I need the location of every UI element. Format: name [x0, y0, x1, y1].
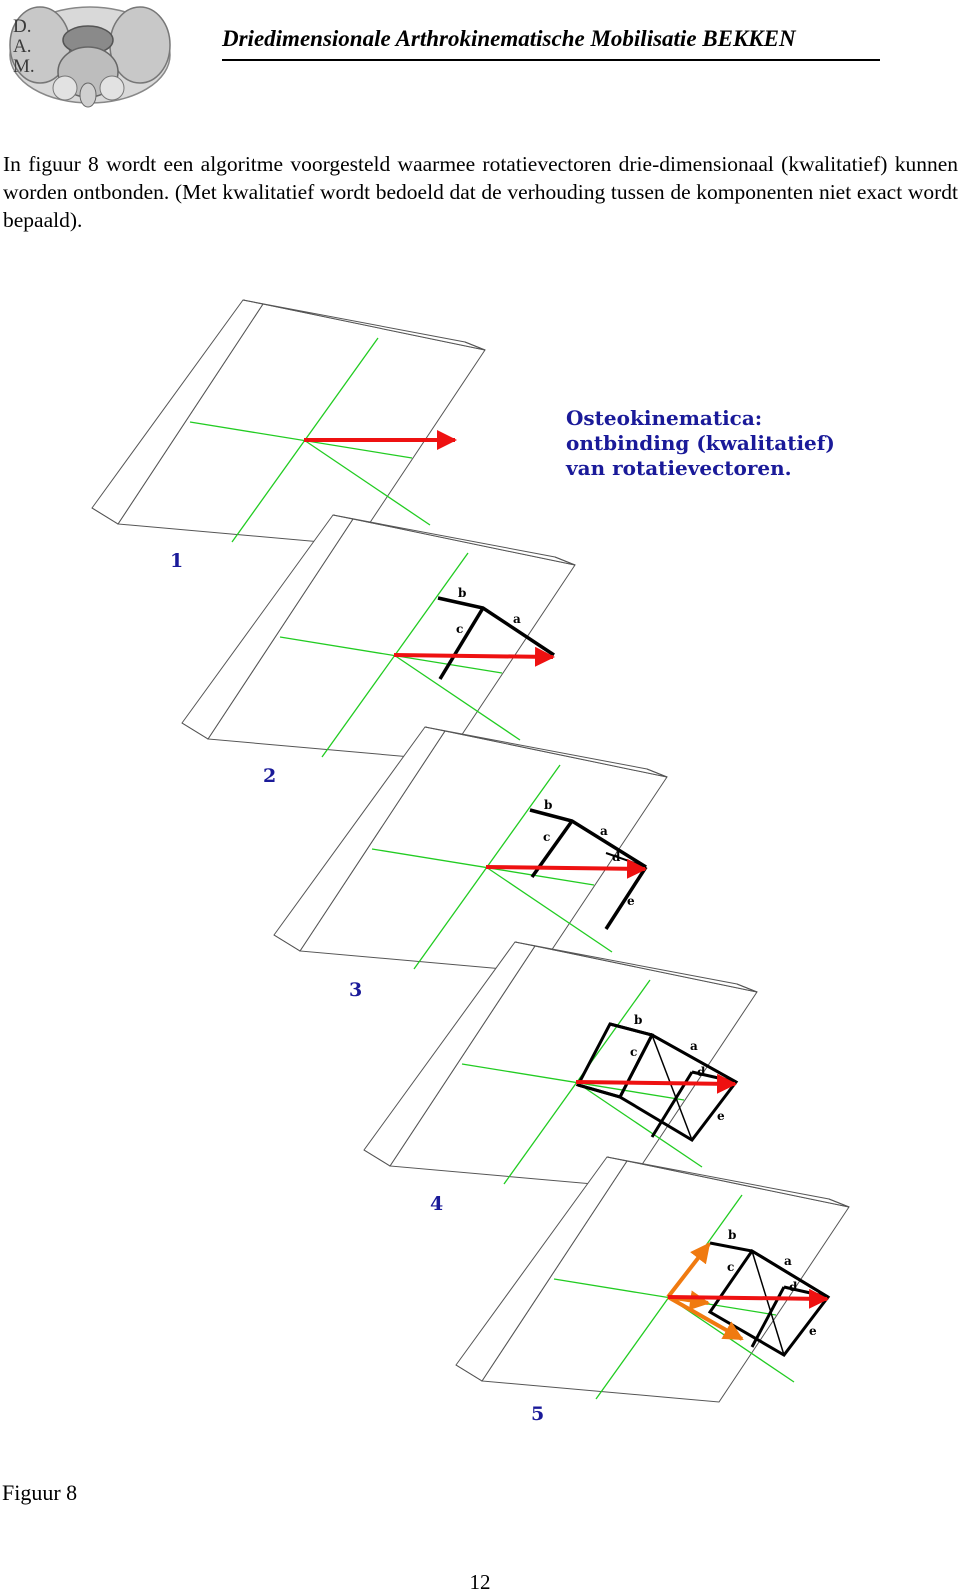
logo-letter-m: M. [13, 56, 35, 77]
label-c: c [630, 1045, 637, 1059]
page-number: 12 [469, 1570, 491, 1594]
header-divider [222, 59, 880, 61]
label-a: a [513, 612, 521, 626]
panel-1 [91, 299, 486, 546]
label-e: e [717, 1109, 725, 1123]
rotation-vector [667, 1288, 829, 1309]
label-b: b [544, 798, 552, 812]
document-title: Driedimensionale Arthrokinematische Mobi… [222, 26, 796, 51]
component-vector-1 [666, 1242, 711, 1299]
figure-caption: Figuur 8 [2, 1480, 78, 1505]
label-d: d [789, 1280, 798, 1294]
figure-8-diagram: b c a b c a d e b c a d e [91, 299, 850, 1425]
panel-5: b c a d e [455, 1156, 850, 1403]
label-a: a [600, 824, 608, 838]
panel-number-3: 3 [349, 979, 362, 1001]
label-c: c [727, 1260, 734, 1274]
figure-title-line-2: ontbinding (kwalitatief) [566, 431, 835, 455]
panel-number-2: 2 [263, 765, 276, 787]
panel-4: b c a d e [363, 941, 758, 1188]
rotation-vector [393, 646, 555, 667]
label-b: b [728, 1228, 736, 1242]
figure-title-line-3: van rotatievectoren. [565, 456, 792, 480]
rotation-vector [485, 858, 647, 879]
panel-3: b c a d e [273, 726, 668, 973]
figure-title-line-1: Osteokinematica: [566, 406, 762, 430]
label-c: c [543, 830, 550, 844]
component-vector-2 [667, 1295, 744, 1341]
label-d: d [612, 850, 621, 864]
label-b: b [634, 1013, 642, 1027]
panel-number-1: 1 [170, 550, 183, 572]
rotation-vector [575, 1073, 737, 1094]
intro-paragraph: In figuur 8 wordt een algoritme voorgest… [3, 152, 958, 232]
label-a: a [784, 1254, 792, 1268]
pelvis-logo: D. A. M. [9, 6, 171, 108]
label-e: e [627, 894, 635, 908]
panel-number-5: 5 [531, 1403, 544, 1425]
label-c: c [456, 622, 463, 636]
label-a: a [690, 1039, 698, 1053]
label-d: d [697, 1065, 706, 1079]
label-e: e [809, 1324, 817, 1338]
logo-letter-a: A. [13, 36, 31, 57]
label-b: b [458, 586, 466, 600]
panel-number-4: 4 [430, 1193, 443, 1215]
logo-letter-d: D. [13, 16, 31, 37]
panel-2: b c a [181, 514, 576, 761]
